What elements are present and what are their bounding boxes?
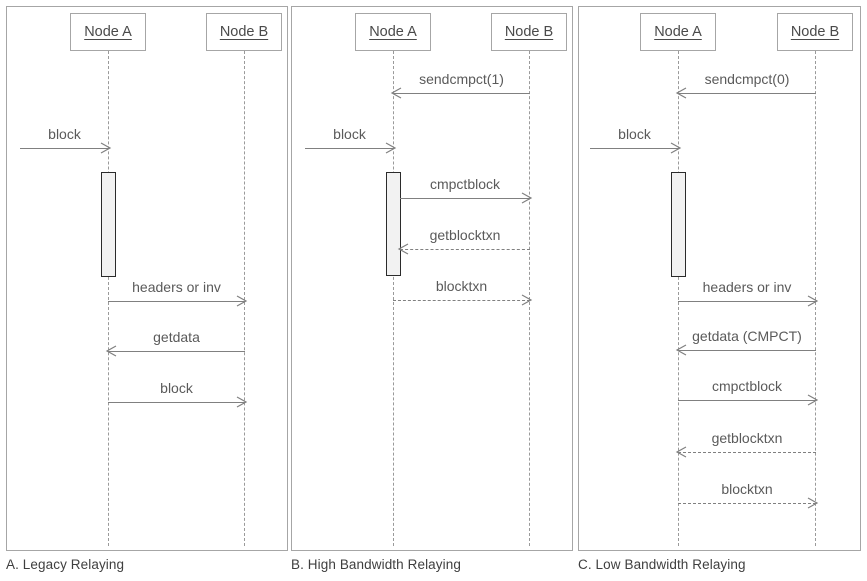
message-line	[678, 400, 816, 401]
arrowhead-right-icon	[100, 142, 112, 154]
panel-low-bandwidth-relaying: Node A Node B sendcmpct(0) block	[578, 6, 861, 551]
arrowhead-right-icon	[521, 294, 533, 306]
arrowhead-left-icon	[390, 87, 402, 99]
message-line	[678, 350, 816, 351]
arrowhead-right-icon	[236, 396, 248, 408]
message-label: getdata (CMPCT)	[692, 328, 802, 344]
message-label: block	[160, 380, 193, 396]
panel-high-bandwidth-relaying: Node A Node B sendcmpct(1) block	[291, 6, 573, 551]
panel-caption-b: B. High Bandwidth Relaying	[291, 557, 461, 572]
actor-label-node-b: Node B	[219, 24, 269, 40]
message-label: blocktxn	[721, 481, 773, 497]
message-line	[20, 148, 109, 149]
message-label: block	[618, 126, 651, 142]
message-line	[393, 93, 530, 94]
lifeline-node-b	[244, 51, 245, 546]
arrowhead-right-icon	[521, 192, 533, 204]
actor-box-node-a: Node A	[70, 13, 146, 51]
message-label: cmpctblock	[711, 378, 783, 394]
message-label: getdata	[153, 329, 200, 345]
message-line	[678, 93, 816, 94]
arrowhead-left-icon	[675, 87, 687, 99]
message-label: headers or inv	[702, 279, 792, 295]
actor-label-node-b: Node B	[504, 24, 554, 40]
lifeline-node-b	[815, 51, 816, 546]
actor-box-node-a: Node A	[640, 13, 716, 51]
actor-label-node-b: Node B	[790, 24, 840, 40]
arrowhead-right-icon	[670, 142, 682, 154]
message-label: block	[333, 126, 366, 142]
arrowhead-left-icon	[675, 446, 687, 458]
actor-box-node-b: Node B	[206, 13, 282, 51]
panel-caption-a: A. Legacy Relaying	[6, 557, 125, 572]
activation-bar-node-a	[385, 172, 401, 276]
actor-box-node-b: Node B	[491, 13, 567, 51]
activation-bar-node-a	[670, 172, 686, 277]
message-line	[305, 148, 394, 149]
message-label: blocktxn	[435, 278, 488, 294]
arrowhead-right-icon	[807, 497, 819, 509]
arrowhead-right-icon	[236, 295, 248, 307]
message-line	[108, 301, 245, 302]
message-line	[108, 402, 245, 403]
arrowhead-right-icon	[385, 142, 397, 154]
message-label: getblocktxn	[711, 430, 783, 446]
actor-box-node-b: Node B	[777, 13, 853, 51]
panel-legacy-relaying: Node A Node B block headers or inv	[6, 6, 288, 551]
arrowhead-left-icon	[397, 243, 409, 255]
actor-box-node-a: Node A	[355, 13, 431, 51]
message-line	[590, 148, 679, 149]
actor-label-node-a: Node A	[369, 24, 417, 40]
lifeline-node-a	[108, 51, 109, 546]
lifeline-node-a	[678, 51, 679, 546]
message-line	[400, 198, 530, 199]
panel-caption-c: C. Low Bandwidth Relaying	[578, 557, 746, 572]
message-label: sendcmpct(1)	[419, 71, 504, 87]
message-line	[400, 249, 530, 250]
message-line	[678, 452, 816, 453]
message-line	[678, 301, 816, 302]
message-label: sendcmpct(0)	[704, 71, 790, 87]
actor-label-node-a: Node A	[84, 24, 132, 40]
message-label: getblocktxn	[429, 227, 501, 243]
arrowhead-left-icon	[675, 344, 687, 356]
message-label: cmpctblock	[429, 176, 501, 192]
arrowhead-right-icon	[807, 295, 819, 307]
arrowhead-right-icon	[807, 394, 819, 406]
lifeline-node-a	[393, 51, 394, 546]
message-line	[108, 351, 245, 352]
arrowhead-left-icon	[105, 345, 117, 357]
message-label: headers or inv	[132, 279, 221, 295]
actor-label-node-a: Node A	[654, 24, 702, 40]
message-label: block	[48, 126, 81, 142]
activation-bar-node-a	[100, 172, 116, 277]
message-line	[678, 503, 816, 504]
message-line	[393, 300, 530, 301]
